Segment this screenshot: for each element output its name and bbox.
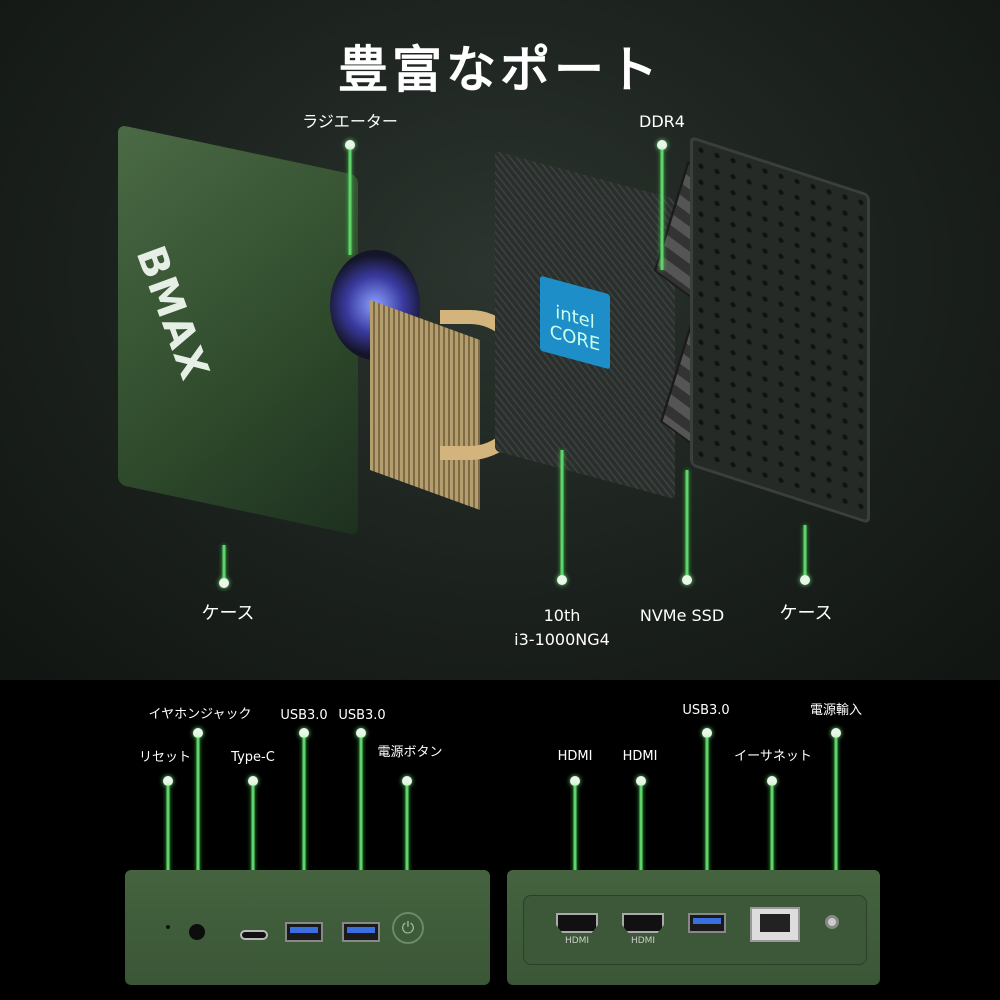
callout-line <box>834 738 838 890</box>
callout-dot <box>345 140 355 150</box>
callout-dot <box>570 776 580 786</box>
label-hdmi-2: HDMI <box>622 749 658 764</box>
earphone-jack-icon <box>189 924 205 940</box>
callout-dot <box>163 776 173 786</box>
label-ssd: NVMe SSD <box>639 606 725 625</box>
callout-line <box>348 150 352 255</box>
label-usb-back: USB3.0 <box>682 703 730 718</box>
callout-line <box>660 150 664 270</box>
label-cpu-model: i3-1000NG4 <box>514 630 610 649</box>
ethernet-port-icon <box>750 907 800 942</box>
callout-line <box>166 786 170 890</box>
label-ethernet: イーサネット <box>734 749 812 764</box>
callout-dot <box>402 776 412 786</box>
label-usb-front-1: USB3.0 <box>280 708 328 723</box>
callout-dot <box>831 728 841 738</box>
callout-dot <box>356 728 366 738</box>
label-usb-front-2: USB3.0 <box>338 708 386 723</box>
callout-dot <box>557 575 567 585</box>
callout-dot <box>767 776 777 786</box>
hdmi-print: HDMI <box>564 936 590 946</box>
callout-dot <box>193 728 203 738</box>
label-power-button: 電源ボタン <box>377 745 443 760</box>
case-right-image <box>690 135 870 525</box>
reset-pinhole-icon <box>166 925 170 929</box>
callout-dot <box>636 776 646 786</box>
label-earphone: イヤホンジャック <box>148 707 252 722</box>
label-radiator: ラジエーター <box>302 112 398 131</box>
usb-a-port-icon <box>342 922 380 942</box>
callout-line <box>770 786 774 890</box>
callout-dot <box>702 728 712 738</box>
callout-line <box>560 450 564 578</box>
callout-line <box>405 786 409 890</box>
callout-line <box>302 738 306 890</box>
callout-line <box>196 738 200 890</box>
label-cpu-gen: 10th <box>543 606 581 625</box>
callout-line <box>685 470 689 578</box>
label-case-right: ケース <box>779 603 833 624</box>
usb-a-port-icon <box>285 922 323 942</box>
callout-dot <box>299 728 309 738</box>
callout-line <box>251 786 255 890</box>
label-hdmi-1: HDMI <box>557 749 593 764</box>
callout-dot <box>657 140 667 150</box>
exploded-view-section: 豊富なポート BMAX intel CORE ラジエーター DDR4 ケース 1… <box>0 0 1000 680</box>
label-reset: リセット <box>138 750 192 765</box>
callout-dot <box>219 578 229 588</box>
hdmi-port-icon <box>622 913 664 933</box>
label-typec: Type-C <box>231 750 275 765</box>
label-ddr4: DDR4 <box>639 112 685 131</box>
callout-line <box>803 525 807 578</box>
callout-line <box>573 786 577 890</box>
callout-line <box>639 786 643 890</box>
label-dc-in: 電源輸入 <box>809 703 863 718</box>
dc-in-port-icon <box>825 915 839 929</box>
callout-line <box>705 738 709 890</box>
hdmi-port-icon <box>556 913 598 933</box>
usb-a-port-icon <box>688 913 726 933</box>
usb-c-port-icon <box>240 930 268 940</box>
page-title: 豊富なポート <box>338 41 662 99</box>
callout-line <box>359 738 363 890</box>
power-button-icon: ⏻ <box>392 912 424 944</box>
callout-line <box>222 545 226 581</box>
hdmi-print: HDMI <box>630 936 656 946</box>
callout-dot <box>682 575 692 585</box>
callout-dot <box>248 776 258 786</box>
callout-dot <box>800 575 810 585</box>
label-case-left: ケース <box>201 603 255 624</box>
